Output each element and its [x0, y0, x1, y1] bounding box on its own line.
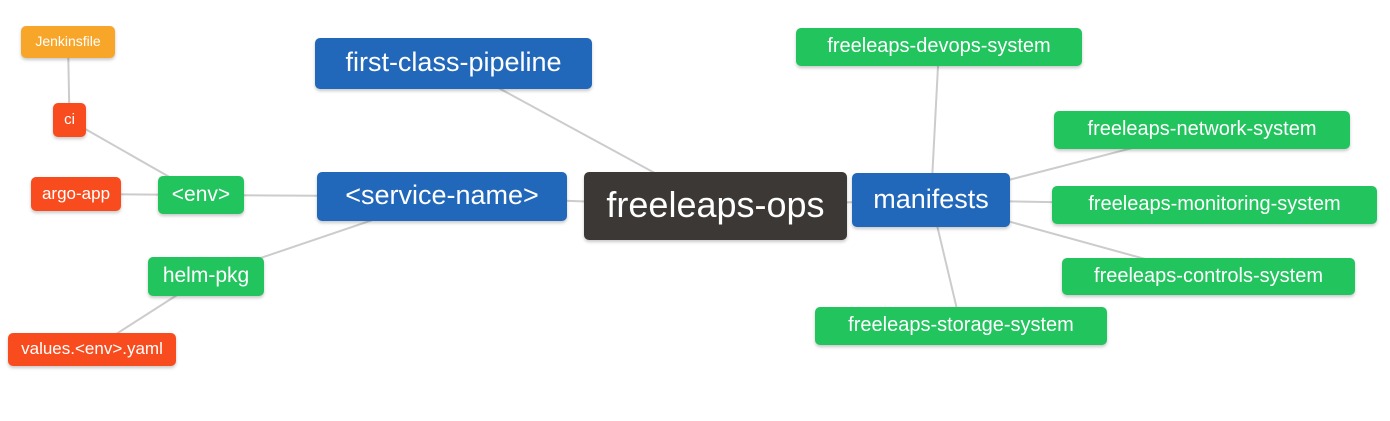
- node-label: helm-pkg: [162, 264, 250, 287]
- node-storage-system[interactable]: freeleaps-storage-system: [815, 307, 1107, 345]
- node-network-system[interactable]: freeleaps-network-system: [1054, 111, 1350, 149]
- node-jenkinsfile[interactable]: Jenkinsfile: [21, 26, 115, 58]
- node-label: <env>: [171, 182, 231, 206]
- node-label: argo-app: [41, 183, 111, 203]
- node-label: freeleaps-controls-system: [1094, 264, 1323, 287]
- node-label: values.<env>.yaml: [21, 339, 163, 358]
- node-ci[interactable]: ci: [53, 103, 86, 137]
- node-argo-app[interactable]: argo-app: [31, 177, 121, 211]
- node-label: manifests: [873, 183, 989, 214]
- node-controls-system[interactable]: freeleaps-controls-system: [1062, 258, 1355, 295]
- node-devops-system[interactable]: freeleaps-devops-system: [796, 28, 1082, 66]
- node-freeleaps-ops[interactable]: freeleaps-ops: [584, 172, 847, 240]
- node-label: freeleaps-storage-system: [848, 314, 1074, 336]
- node-label: <service-name>: [345, 180, 539, 210]
- node-label: freeleaps-devops-system: [827, 35, 1051, 57]
- node-label: Jenkinsfile: [35, 33, 101, 49]
- node-label: first-class-pipeline: [345, 47, 562, 77]
- node-first-class-pipeline[interactable]: first-class-pipeline: [315, 38, 592, 89]
- node-label: freeleaps-monitoring-system: [1088, 193, 1341, 215]
- node-label: freeleaps-ops: [606, 184, 825, 225]
- node-service-name[interactable]: <service-name>: [317, 172, 567, 221]
- node-helm-pkg[interactable]: helm-pkg: [148, 257, 264, 296]
- node-label: freeleaps-network-system: [1087, 118, 1317, 140]
- node-env[interactable]: <env>: [158, 176, 244, 214]
- node-monitoring-system[interactable]: freeleaps-monitoring-system: [1052, 186, 1377, 224]
- node-manifests[interactable]: manifests: [852, 173, 1010, 227]
- node-label: ci: [64, 110, 75, 128]
- node-values-env-yaml[interactable]: values.<env>.yaml: [8, 333, 176, 366]
